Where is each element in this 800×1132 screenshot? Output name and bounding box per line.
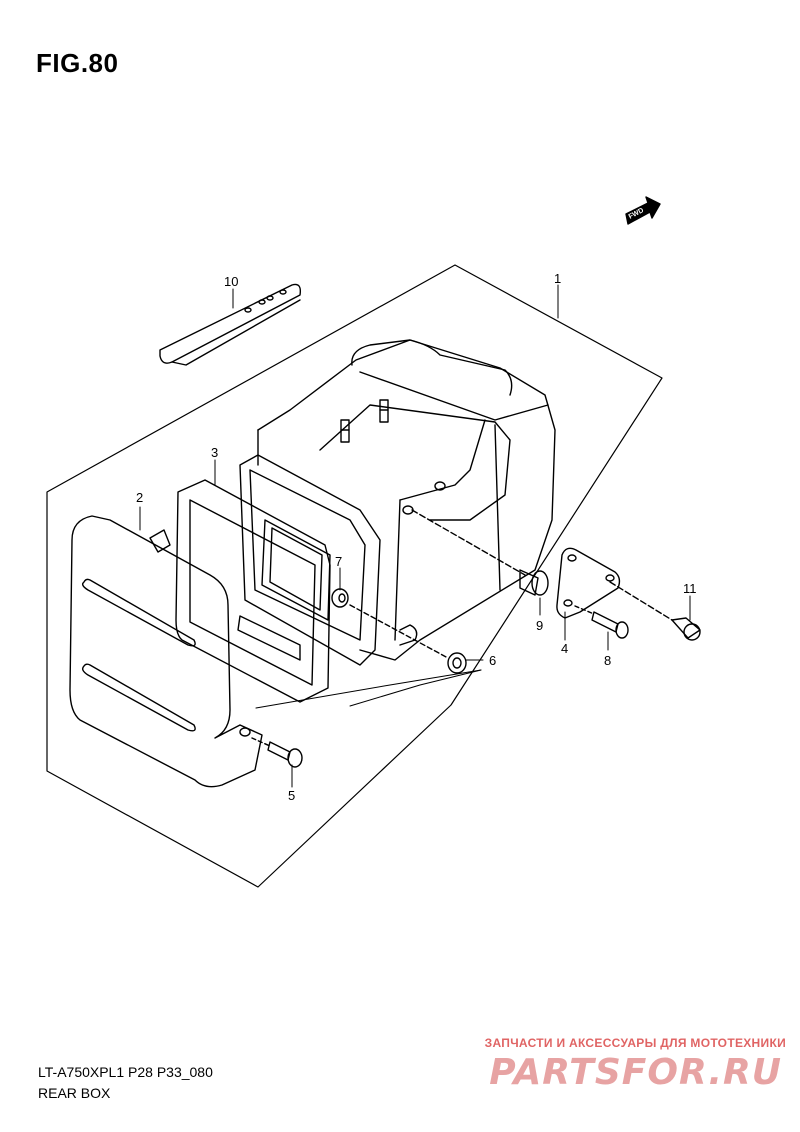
callout-10: 10 bbox=[224, 274, 238, 289]
callout-4: 4 bbox=[561, 641, 568, 656]
nut-part-6 bbox=[447, 652, 467, 674]
lid-part bbox=[69, 515, 263, 788]
callout-11: 11 bbox=[683, 581, 697, 596]
fwd-arrow-icon: FWD bbox=[625, 196, 661, 225]
bolt-part-8 bbox=[591, 611, 629, 639]
callout-7: 7 bbox=[335, 554, 342, 569]
seal-frame-part bbox=[239, 454, 381, 666]
screw-part-5 bbox=[267, 741, 303, 768]
bolt-part-11 bbox=[671, 617, 701, 641]
callout-5: 5 bbox=[288, 788, 295, 803]
model-code: LT-A750XPL1 P28 P33_080 bbox=[38, 1064, 213, 1080]
watermark-tagline: ЗАПЧАСТИ И АКСЕССУАРЫ ДЛЯ МОТОТЕХНИКИ bbox=[484, 1036, 786, 1050]
section-name: REAR BOX bbox=[38, 1085, 111, 1101]
gasket-ring bbox=[175, 479, 331, 703]
callout-8: 8 bbox=[604, 653, 611, 668]
plate-part-4 bbox=[556, 547, 621, 619]
callout-leaders bbox=[139, 284, 691, 788]
nut-part-7 bbox=[331, 588, 349, 608]
figure-title: FIG.80 bbox=[36, 48, 119, 78]
callout-2: 2 bbox=[136, 490, 143, 505]
strap-part bbox=[159, 283, 302, 366]
callout-9: 9 bbox=[536, 618, 543, 633]
grommet-part-9 bbox=[519, 569, 549, 596]
callout-6: 6 bbox=[489, 653, 496, 668]
callout-3: 3 bbox=[211, 445, 218, 460]
watermark-logo: PARTSFOR.RU bbox=[489, 1052, 782, 1093]
callout-1: 1 bbox=[554, 271, 561, 286]
assembly-boundary bbox=[46, 264, 663, 888]
